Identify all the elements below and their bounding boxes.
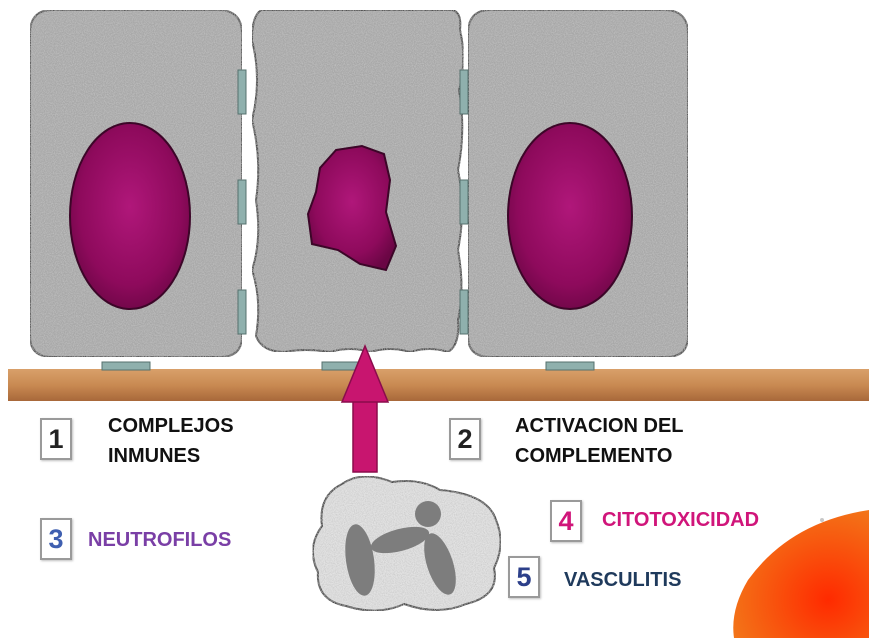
neutrophil xyxy=(313,476,501,610)
step-1-label-line2: INMUNES xyxy=(108,444,200,468)
step-2-number-box: 2 xyxy=(449,418,481,460)
epithelial-cell-right xyxy=(468,10,688,357)
step-5-label: VASCULITIS xyxy=(564,568,681,592)
immune-complex-deposits xyxy=(102,362,594,370)
step-2-label-line1: ACTIVACION DEL xyxy=(515,414,684,438)
step-1-number-box: 1 xyxy=(40,418,72,460)
step-4-number-box: 4 xyxy=(550,500,582,542)
nucleus-left xyxy=(70,123,190,309)
step-1-label-line1: COMPLEJOS xyxy=(108,414,234,438)
step-5-number-box: 5 xyxy=(508,556,540,598)
epithelial-cell-left xyxy=(30,10,242,357)
nucleus-right xyxy=(508,123,632,309)
step-3-label: NEUTROFILOS xyxy=(88,528,231,552)
step-3-number-box: 3 xyxy=(40,518,72,560)
basement-membrane xyxy=(8,369,869,401)
epithelial-cell-damaged xyxy=(252,10,463,352)
step-2-label-line2: COMPLEMENTO xyxy=(515,444,672,468)
step-4-label: CITOTOXICIDAD xyxy=(602,508,759,532)
dot-marker xyxy=(820,518,824,522)
